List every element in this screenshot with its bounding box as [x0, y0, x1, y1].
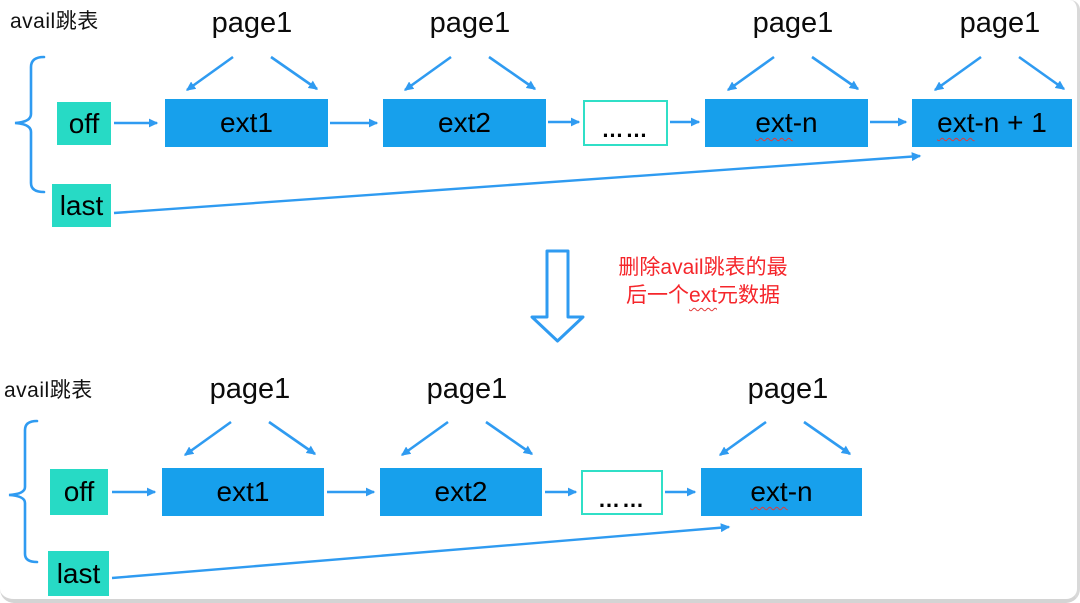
top-page1-label-1: page1 [211, 7, 293, 39]
bottom-page1-arrow-2-right [485, 420, 534, 456]
top-page1-arrow-1-left [185, 55, 234, 92]
bottom-last-label: last [56, 557, 101, 589]
bottom-ext1-node: ext1 [162, 468, 324, 516]
top-last-label: last [59, 189, 104, 221]
top-off-label: off [68, 107, 100, 139]
bottom-ext2-node: ext2 [380, 468, 542, 516]
bottom-ext1-label: ext1 [216, 476, 270, 507]
bottom-ext2-label: ext2 [434, 476, 488, 507]
bottom-page1-label-2: page1 [426, 373, 508, 405]
bottom-extn-label-prefix: ext [750, 476, 788, 507]
bottom-list-title: avail跳表 [4, 379, 93, 402]
top-left-brace [14, 55, 46, 194]
top-ext2-node: ext2 [383, 99, 546, 147]
top-page1-arrow-2-left [403, 55, 452, 92]
bottom-ellipsis-node: …… [581, 470, 663, 515]
top-ellipsis-label: …… [601, 117, 650, 142]
transition-note-line2-prefix: 后一个 [625, 284, 689, 307]
top-list-title: avail跳表 [10, 10, 99, 33]
bottom-page1-arrow-3-left [718, 420, 767, 457]
transition-note: 删除avail跳表的最 后一个ext元数据 [618, 254, 787, 310]
top-page1-label-3: page1 [752, 7, 834, 39]
top-extn1-label-suffix: -n + 1 [974, 107, 1047, 138]
top-extn-label-prefix: ext [755, 107, 793, 138]
bottom-left-brace [8, 419, 39, 564]
top-page1-label-2: page1 [429, 7, 511, 39]
top-page1-arrow-3-right [811, 55, 860, 91]
transition-note-line2-suffix: 元数据 [717, 284, 781, 307]
top-last-pointer-arrow [113, 152, 922, 215]
top-extn1-label-prefix: ext [937, 107, 975, 138]
top-extn-label-suffix: -n [792, 107, 818, 138]
top-extn-node: ext-n [705, 99, 868, 147]
top-page1-arrow-3-left [726, 55, 775, 92]
top-ext2-label: ext2 [438, 107, 491, 138]
bottom-extn-label-suffix: -n [787, 476, 813, 507]
top-page1-arrow-2-right [488, 55, 537, 91]
bottom-off-label: off [63, 476, 95, 507]
top-off-pointer-box: off [57, 102, 111, 145]
top-ext1-label: ext1 [220, 107, 273, 138]
bottom-page1-arrow-3-right [803, 420, 852, 456]
bottom-page1-arrow-2-left [400, 420, 449, 457]
bottom-last-pointer-arrow [111, 523, 731, 580]
transition-note-line1: 删除avail跳表的最 [618, 256, 788, 279]
bottom-page1-arrow-1-left [183, 420, 232, 457]
transition-note-line2: 后一个ext元数据 [618, 282, 787, 310]
transition-down-arrow-icon [530, 249, 585, 343]
transition-note-line2-ext: ext [688, 284, 718, 307]
bottom-ellipsis-label: …… [598, 486, 646, 512]
top-page1-arrow-4-left [933, 55, 982, 92]
top-last-pointer-box: last [52, 184, 111, 227]
top-ellipsis-node: …… [583, 100, 668, 146]
bottom-page1-arrow-1-right [268, 420, 317, 456]
top-ext1-node: ext1 [165, 99, 328, 147]
top-page1-arrow-4-right [1018, 55, 1066, 91]
bottom-extn-node: ext-n [701, 468, 862, 516]
bottom-page1-label-3: page1 [747, 373, 829, 405]
bottom-off-pointer-box: off [50, 469, 108, 515]
top-page1-arrow-1-right [270, 55, 319, 91]
bottom-last-pointer-box: last [48, 551, 109, 596]
top-extn1-node: ext-n + 1 [912, 99, 1072, 147]
top-page1-label-4: page1 [959, 7, 1041, 39]
bottom-page1-label-1: page1 [209, 373, 291, 405]
